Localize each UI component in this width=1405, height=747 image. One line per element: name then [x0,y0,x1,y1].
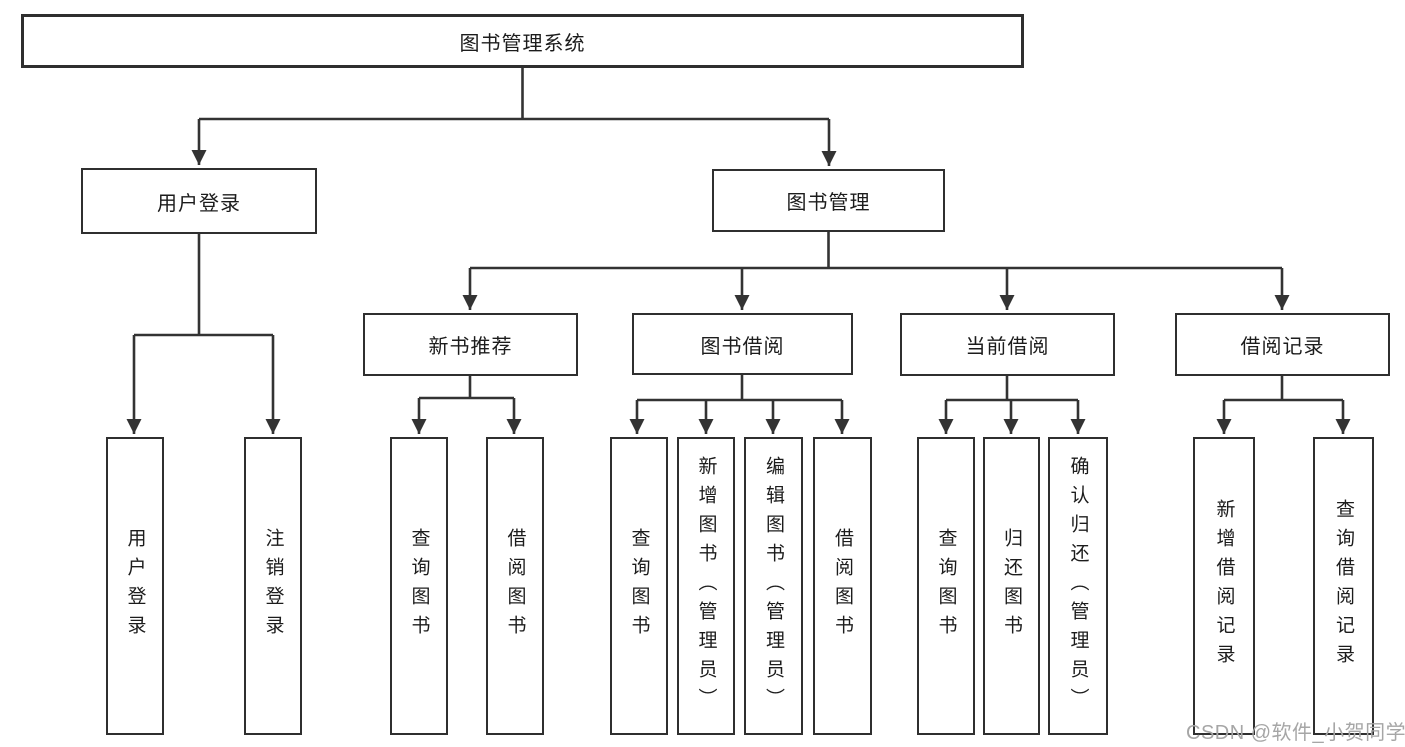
node-book-borrow: 图书借阅 [632,313,853,375]
node-new-book-recommend: 新书推荐 [363,313,578,376]
node-borrow-records: 借阅记录 [1175,313,1390,376]
leaf-recommend-borrow-book-label: 借阅图书 [504,528,526,644]
leaf-recommend-query-book-label: 查询图书 [408,528,430,644]
leaf-return-book-label: 归还图书 [1001,528,1022,644]
leaf-borrow-query-book-label: 查询图书 [628,528,650,644]
leaf-edit-book-admin-label: 编辑图书（管理员） [763,455,784,717]
leaf-user-login: 用户登录 [106,437,164,735]
leaf-recommend-query-book: 查询图书 [390,437,448,735]
node-current-borrow: 当前借阅 [900,313,1115,376]
leaf-user-login-label: 用户登录 [124,528,146,644]
leaf-recommend-borrow-book: 借阅图书 [486,437,544,735]
leaf-logout: 注销登录 [244,437,302,735]
leaf-borrow-book-label: 借阅图书 [832,528,853,644]
node-book-management: 图书管理 [712,169,945,232]
leaf-borrow-query-book: 查询图书 [610,437,668,735]
leaf-add-borrow-record: 新增借阅记录 [1193,437,1255,735]
leaf-confirm-return-admin-label: 确认归还（管理员） [1067,455,1089,717]
leaf-edit-book-admin: 编辑图书（管理员） [744,437,803,735]
leaf-confirm-return-admin: 确认归还（管理员） [1048,437,1108,735]
leaf-return-book: 归还图书 [983,437,1040,735]
leaf-borrow-book: 借阅图书 [813,437,872,735]
leaf-query-borrow-record: 查询借阅记录 [1313,437,1374,735]
node-user-login: 用户登录 [81,168,317,234]
node-root-library-system: 图书管理系统 [21,14,1024,68]
leaf-logout-label: 注销登录 [262,528,284,644]
csdn-watermark: CSDN @软件_小贺同学 [1186,722,1405,744]
leaf-current-query-book-label: 查询图书 [935,528,957,644]
leaf-add-book-admin-label: 新增图书（管理员） [695,455,717,717]
leaf-query-borrow-record-label: 查询借阅记录 [1333,499,1354,673]
leaf-current-query-book: 查询图书 [917,437,975,735]
leaf-add-borrow-record-label: 新增借阅记录 [1213,499,1235,673]
leaf-add-book-admin: 新增图书（管理员） [677,437,735,735]
